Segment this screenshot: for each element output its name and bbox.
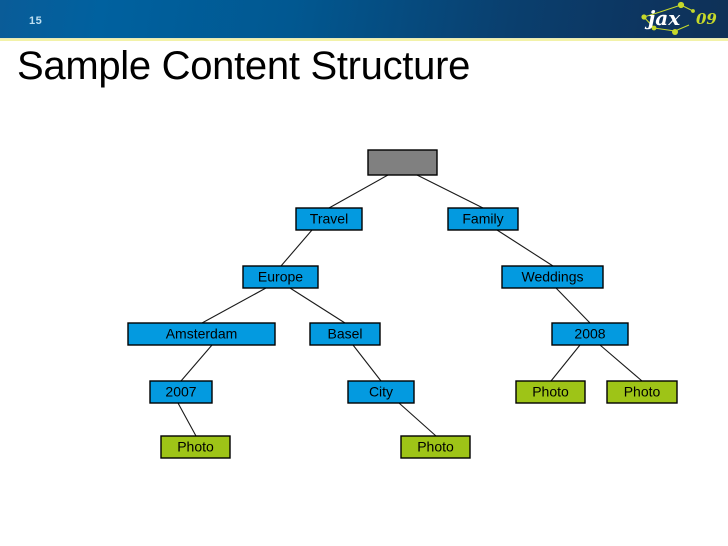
tree-node-label-photocity: Photo — [417, 439, 454, 455]
tree-edge-weddings-to-y2008 — [555, 287, 591, 324]
tree-node-label-family: Family — [462, 211, 503, 227]
tree-edge-city-to-photocity — [398, 402, 437, 437]
tree-node-box-family[interactable] — [447, 207, 519, 231]
tree-node-photo2008b[interactable]: Photo — [606, 380, 678, 404]
tree-edge-y2008-to-photo2008b — [599, 344, 643, 382]
tree-node-box-y2008[interactable] — [551, 322, 629, 346]
tree-edge-y2007-to-photo2007 — [177, 402, 197, 437]
tree-node-label-y2007: 2007 — [165, 384, 196, 400]
jax09-logo: jax 09 — [634, 1, 720, 37]
tree-node-box-photocity[interactable] — [400, 435, 471, 459]
tree-node-label-europe: Europe — [258, 269, 303, 285]
tree-node-box-basel[interactable] — [309, 322, 381, 346]
tree-edge-y2008-to-photo2008a — [550, 344, 581, 382]
tree-node-europe[interactable]: Europe — [242, 265, 319, 289]
tree-node-photo2008a[interactable]: Photo — [515, 380, 586, 404]
tree-node-weddings[interactable]: Weddings — [501, 265, 604, 289]
tree-node-label-photo2007: Photo — [177, 439, 214, 455]
logo-wordmark: jax — [644, 6, 681, 30]
tree-node-label-y2008: 2008 — [574, 326, 605, 342]
tree-node-box-photo2008a[interactable] — [515, 380, 586, 404]
tree-node-label-basel: Basel — [327, 326, 362, 342]
tree-node-label-travel: Travel — [310, 211, 348, 227]
tree-node-label-photo2008b: Photo — [624, 384, 661, 400]
tree-node-label-city: City — [369, 384, 393, 400]
page-title: Sample Content Structure — [17, 44, 471, 88]
tree-node-label-photo2008a: Photo — [532, 384, 569, 400]
page-number: 15 — [29, 15, 43, 27]
tree-node-photo2007[interactable]: Photo — [160, 435, 231, 459]
tree-node-label-weddings: Weddings — [521, 269, 583, 285]
tree-edge-root-to-family — [416, 174, 484, 209]
tree-node-city[interactable]: City — [347, 380, 415, 404]
tree-edge-family-to-weddings — [496, 229, 554, 267]
tree-edge-europe-to-amsterdam — [201, 287, 267, 324]
tree-node-y2008[interactable]: 2008 — [551, 322, 629, 346]
tree-node-root[interactable] — [367, 149, 438, 176]
tree-edge-root-to-travel — [328, 174, 389, 209]
logo-year: 09 — [696, 10, 717, 28]
tree-edge-europe-to-basel — [289, 287, 346, 324]
slide-header: jax 09 15 — [0, 0, 728, 38]
tree-node-photocity[interactable]: Photo — [400, 435, 471, 459]
tree-node-box-root[interactable] — [367, 149, 438, 176]
tree-node-amsterdam[interactable]: Amsterdam — [127, 322, 276, 346]
tree-node-box-photo2007[interactable] — [160, 435, 231, 459]
tree-node-box-europe[interactable] — [242, 265, 319, 289]
tree-edge-amsterdam-to-y2007 — [180, 344, 213, 382]
tree-edges — [177, 174, 643, 437]
tree-node-box-travel[interactable] — [295, 207, 363, 231]
tree-node-box-photo2008b[interactable] — [606, 380, 678, 404]
jax09-logo-svg: jax 09 — [641, 1, 717, 35]
tree-node-box-city[interactable] — [347, 380, 415, 404]
logo-dots — [641, 1, 695, 35]
tree-node-basel[interactable]: Basel — [309, 322, 381, 346]
tree-node-family[interactable]: Family — [447, 207, 519, 231]
tree-node-label-amsterdam: Amsterdam — [166, 326, 238, 342]
tree-edge-travel-to-europe — [280, 229, 313, 267]
header-divider-rule — [0, 38, 728, 41]
tree-node-travel[interactable]: Travel — [295, 207, 363, 231]
tree-edge-basel-to-city — [352, 344, 382, 382]
tree-node-y2007[interactable]: 2007 — [149, 380, 213, 404]
tree-node-box-amsterdam[interactable] — [127, 322, 276, 346]
tree-node-box-y2007[interactable] — [149, 380, 213, 404]
tree-node-box-weddings[interactable] — [501, 265, 604, 289]
